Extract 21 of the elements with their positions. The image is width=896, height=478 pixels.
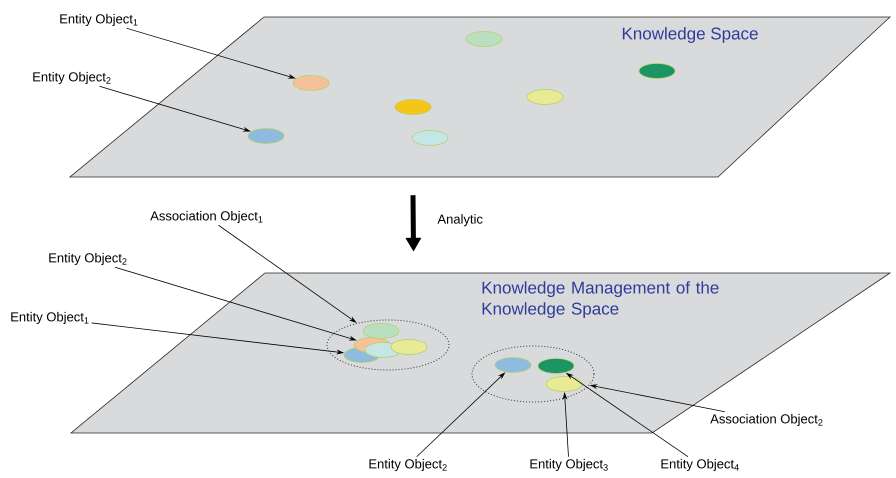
entity-ellipse (390, 339, 428, 355)
association-ellipse (326, 320, 450, 370)
callout-label: Entity Object$_{2}$ (49, 252, 126, 266)
entity-ellipse (546, 376, 582, 392)
entity-ellipse (638, 63, 676, 79)
entity-ellipse (292, 75, 330, 91)
association-ellipse (472, 346, 594, 402)
entity-ellipse (248, 128, 284, 144)
callout-label: Association Object$_{1}$ (150, 210, 262, 224)
edge-label: Analytic (435, 212, 485, 228)
callout-label: Entity Object$_{3}$ (530, 458, 608, 472)
callout-label: Entity Object$_{2}$ (369, 458, 447, 472)
entity-ellipse (394, 99, 432, 115)
entity-ellipse (494, 357, 532, 373)
entity-ellipse (362, 323, 400, 339)
callout-label: Association Object$_{2}$ (710, 414, 822, 426)
callout-label: Entity Object$_{4}$ (661, 458, 739, 472)
entity-ellipse (466, 31, 502, 47)
entity-ellipse (538, 358, 574, 374)
entity-ellipse (412, 130, 448, 146)
entity-ellipse (526, 89, 564, 105)
